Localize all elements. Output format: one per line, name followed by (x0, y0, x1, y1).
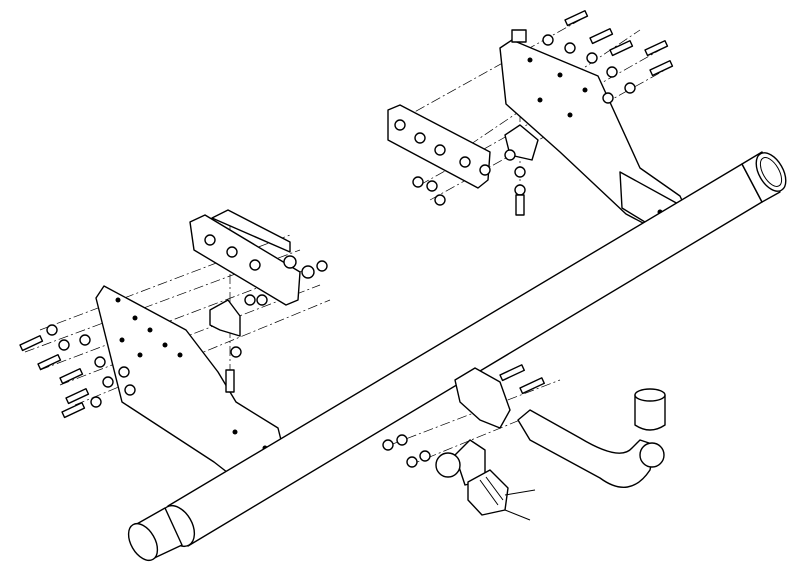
right-bolts-and-washers (542, 10, 674, 104)
hitch-receiver-bracket (454, 364, 545, 429)
left-bolts-and-washers (19, 324, 136, 419)
left-end-cap (127, 522, 159, 562)
electrical-socket (382, 434, 536, 521)
tow-ball-neck (517, 388, 666, 488)
left-clamp-plate (189, 209, 328, 393)
tow-ball (639, 442, 665, 468)
left-mounting-bracket (95, 285, 285, 477)
main-crossbar-tube (127, 151, 787, 562)
right-clamp-plate (387, 29, 539, 216)
